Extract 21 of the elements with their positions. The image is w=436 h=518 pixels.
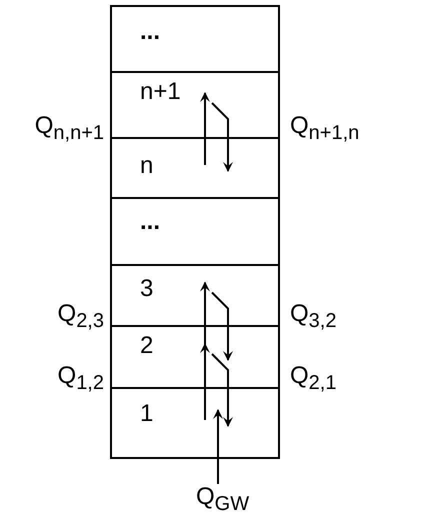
flow-label: Q$_{GW}$ <box>196 484 250 517</box>
layer-label: 3 <box>140 276 154 302</box>
layer-box <box>110 73 280 139</box>
arrow <box>200 92 210 165</box>
arrow <box>200 343 210 420</box>
layer-box <box>110 387 280 459</box>
layer-label: ... <box>140 19 160 45</box>
arrow <box>213 409 223 484</box>
layer-label: 1 <box>140 401 154 427</box>
layer-box <box>110 264 280 327</box>
arrow <box>211 292 233 361</box>
ellipsis-layer <box>110 5 280 73</box>
arrow <box>211 102 233 172</box>
layer-box <box>110 137 280 199</box>
layer-label: 2 <box>140 333 154 359</box>
layer-box <box>110 325 280 389</box>
layer-label: n <box>140 153 154 179</box>
layer-label: n+1 <box>140 79 181 105</box>
layer-label: ... <box>140 209 160 235</box>
ellipsis-layer <box>110 197 280 266</box>
arrow <box>211 353 233 427</box>
